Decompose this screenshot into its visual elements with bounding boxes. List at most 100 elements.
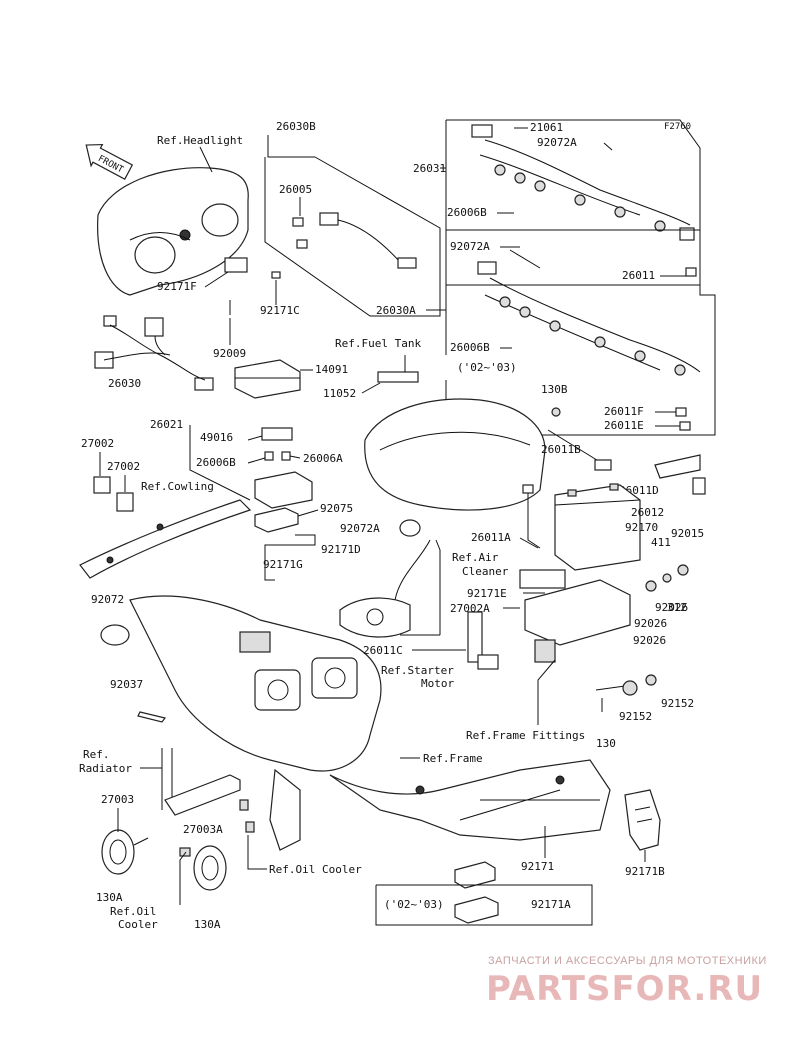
harness-26030-drawing (94, 315, 214, 391)
part-26011C: 26011C (363, 644, 403, 657)
part-26012: 26012 (631, 506, 664, 519)
part-26021: 26021 (150, 418, 183, 431)
part-14091: 14091 (315, 363, 348, 376)
battery-case-drawing (519, 569, 631, 663)
washer-set-drawing (595, 564, 689, 712)
ref-oil-cooler-2a: Ref.Oil (110, 905, 156, 918)
rod-26011b-drawing (547, 407, 612, 471)
ref-fuel-tank: Ref.Fuel Tank (335, 337, 421, 350)
part-92171: 92171 (521, 860, 554, 873)
ref-frame-fittings: Ref.Frame Fittings (466, 729, 585, 742)
bracket-92171-drawing (454, 789, 661, 924)
part-92026-c: 92026 (633, 634, 666, 647)
ref-radiator-2: Radiator (79, 762, 132, 775)
part-26030: 26030 (108, 377, 141, 390)
harness-26030a-drawing (477, 249, 701, 431)
relay-27002-drawing (93, 476, 134, 512)
part-26011: 26011 (622, 269, 655, 282)
part-92026-a: 92026 (655, 601, 688, 614)
ref-oil-cooler-2b: Cooler (118, 918, 158, 931)
cable-26011d-drawing (654, 454, 706, 495)
headlight-drawing (97, 167, 249, 296)
part-92170: 92170 (625, 521, 658, 534)
part-26011B: 26011B (541, 443, 581, 456)
fuel-tank-drawing (364, 355, 546, 511)
cowling-stay-drawing (79, 499, 252, 579)
year-note-bottom: ('02~'03) (384, 898, 444, 911)
ref-cowling: Ref.Cowling (141, 480, 214, 493)
part-11052: 11052 (323, 387, 356, 400)
part-92009: 92009 (213, 347, 246, 360)
part-21061: 21061 (530, 121, 563, 134)
ref-headlight: Ref.Headlight (157, 134, 243, 147)
part-312: 312 (667, 601, 687, 614)
part-49016: 49016 (200, 431, 233, 444)
ref-air-cleaner-2: Cleaner (462, 565, 509, 578)
part-92171B: 92171B (625, 865, 665, 878)
front-arrow-icon: FRONT (85, 143, 134, 180)
part-26011E: 26011E (604, 419, 644, 432)
part-92171F: 92171F (157, 280, 197, 293)
ring-92072-drawing (100, 624, 130, 646)
part-411: 411 (651, 536, 671, 549)
year-note-harness: ('02~'03) (457, 361, 517, 374)
part-92072: 92072 (91, 593, 124, 606)
horn-bracket-drawing (164, 774, 255, 833)
part-27002-b: 27002 (107, 460, 140, 473)
part-130A-a: 130A (96, 891, 123, 904)
bracket-92171f-drawing (224, 257, 281, 315)
part-26006B-top: 26006B (447, 206, 487, 219)
part-130A-b: 130A (194, 918, 221, 931)
part-27003: 27003 (101, 793, 134, 806)
air-cleaner-drawing (339, 519, 431, 638)
part-92171D: 92171D (321, 543, 361, 556)
ref-frame: Ref.Frame (423, 752, 483, 765)
part-92026-b: 92026 (634, 617, 667, 630)
part-92152-b: 92152 (619, 710, 652, 723)
fuse-box-drawing (254, 427, 313, 533)
ref-starter-2: Motor (421, 677, 454, 690)
part-92072A-low: 92072A (340, 522, 380, 535)
part-26006A: 26006A (303, 452, 343, 465)
horn-27003a-drawing (179, 845, 227, 891)
ref-oil-cooler: Ref.Oil Cooler (269, 863, 362, 876)
part-27003A: 27003A (183, 823, 223, 836)
part-26030A: 26030A (376, 304, 416, 317)
part-92171C: 92171C (260, 304, 300, 317)
ref-air-cleaner-1: Ref.Air (452, 551, 499, 564)
frame-drawing (129, 595, 611, 851)
part-92171A: 92171A (531, 898, 571, 911)
part-92037: 92037 (110, 678, 143, 691)
ecu-14091-drawing (234, 359, 301, 399)
harness-26031-drawing (471, 124, 697, 277)
part-26006B-low: 26006B (196, 456, 236, 469)
part-92171E: 92171E (467, 587, 507, 600)
strip-92037-drawing (137, 711, 167, 723)
part-92075: 92075 (320, 502, 353, 515)
part-26011A: 26011A (471, 531, 511, 544)
watermark-logo: PARTSFOR.RU (486, 969, 763, 1009)
part-26030B: 26030B (276, 120, 316, 133)
harness-26030b-drawing (292, 212, 417, 269)
horn-27003-drawing (101, 829, 149, 875)
part-26006B-mid: 26006B (450, 341, 490, 354)
part-26031: 26031 (413, 162, 446, 175)
ref-radiator-1: Ref. (83, 748, 110, 761)
part-130: 130 (596, 737, 616, 750)
part-92171G: 92171G (263, 558, 303, 571)
watermark-tagline: ЗАПЧАСТИ И АКСЕССУАРЫ ДЛЯ МОТОТЕХНИКИ (488, 955, 767, 967)
part-130B: 130B (541, 383, 568, 396)
ref-starter-1: Ref.Starter (381, 664, 454, 677)
part-26011F: 26011F (604, 405, 644, 418)
part-92072A-top: 92072A (537, 136, 577, 149)
starter-cable-drawing (467, 611, 499, 670)
battery-26012-drawing (554, 483, 641, 571)
wire-26011a-drawing (522, 484, 541, 549)
part-26005: 26005 (279, 183, 312, 196)
figure-code: F2760 (664, 122, 691, 132)
part-92015: 92015 (671, 527, 704, 540)
part-92072A-mid: 92072A (450, 240, 490, 253)
part-92152-a: 92152 (661, 697, 694, 710)
part-27002: 27002 (81, 437, 114, 450)
